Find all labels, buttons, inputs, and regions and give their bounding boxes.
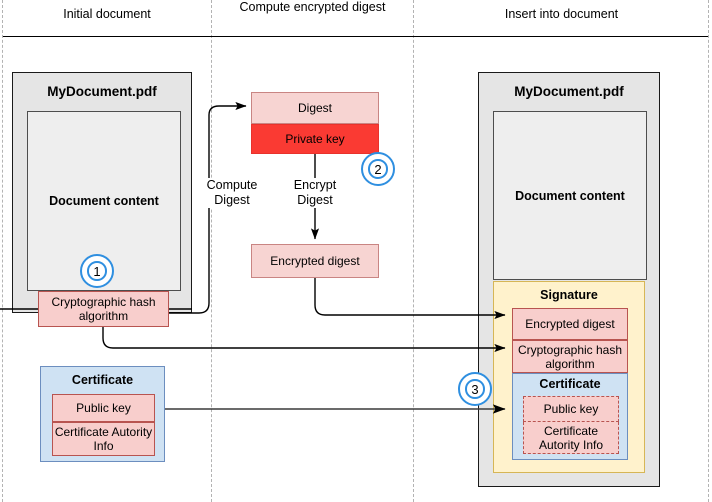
right-document-title: MyDocument.pdf — [514, 84, 624, 99]
left-certificate-panel: Certificate Public key Certificate Autor… — [40, 366, 165, 462]
lane-title-compute-encrypted-digest: Compute encrypted digest — [239, 0, 386, 14]
private-key-box: Private key — [251, 124, 379, 154]
signature-hash-algorithm: Cryptographic hash algorithm — [512, 340, 628, 373]
signature-panel: Signature Encrypted digest Cryptographic… — [493, 281, 645, 473]
right-document-content: Document content — [493, 111, 647, 280]
lane-divider-left-edge — [2, 0, 3, 502]
signature-certificate-panel: Certificate Public key Certificate Autor… — [512, 373, 628, 460]
left-certificate-authority-info: Certificate Autority Info — [52, 422, 155, 456]
signature-certificate-header: Certificate — [539, 377, 601, 391]
cryptographic-hash-algorithm-box: Cryptographic hash algorithm — [38, 291, 169, 327]
compute-digest-label: Compute Digest — [194, 178, 270, 208]
lane-divider-2 — [413, 0, 414, 502]
encrypt-digest-label: Encrypt Digest — [281, 178, 349, 208]
signature-header: Signature — [540, 288, 598, 302]
left-document-title: MyDocument.pdf — [47, 84, 157, 99]
step-badge-3: 3 — [458, 372, 492, 406]
lane-title-initial-document: Initial document — [63, 7, 151, 21]
right-document: MyDocument.pdf Document content Signatur… — [478, 72, 660, 487]
step-badge-2: 2 — [361, 152, 395, 186]
signature-encrypted-digest: Encrypted digest — [512, 308, 628, 340]
left-document: MyDocument.pdf Document content — [12, 72, 192, 313]
digest-box: Digest — [251, 92, 379, 124]
signature-certificate-authority-info: Certificate Autority Info — [523, 422, 619, 454]
left-certificate-public-key: Public key — [52, 394, 155, 422]
lane-divider-right-edge — [708, 0, 709, 502]
lane-divider-1 — [211, 0, 212, 502]
encrypted-digest-box: Encrypted digest — [251, 244, 379, 278]
lane-header-rule — [3, 36, 708, 37]
step-badge-1: 1 — [80, 254, 114, 288]
signature-certificate-public-key: Public key — [523, 396, 619, 422]
left-certificate-header: Certificate — [71, 373, 134, 387]
lane-title-insert-into-document: Insert into document — [504, 7, 619, 21]
